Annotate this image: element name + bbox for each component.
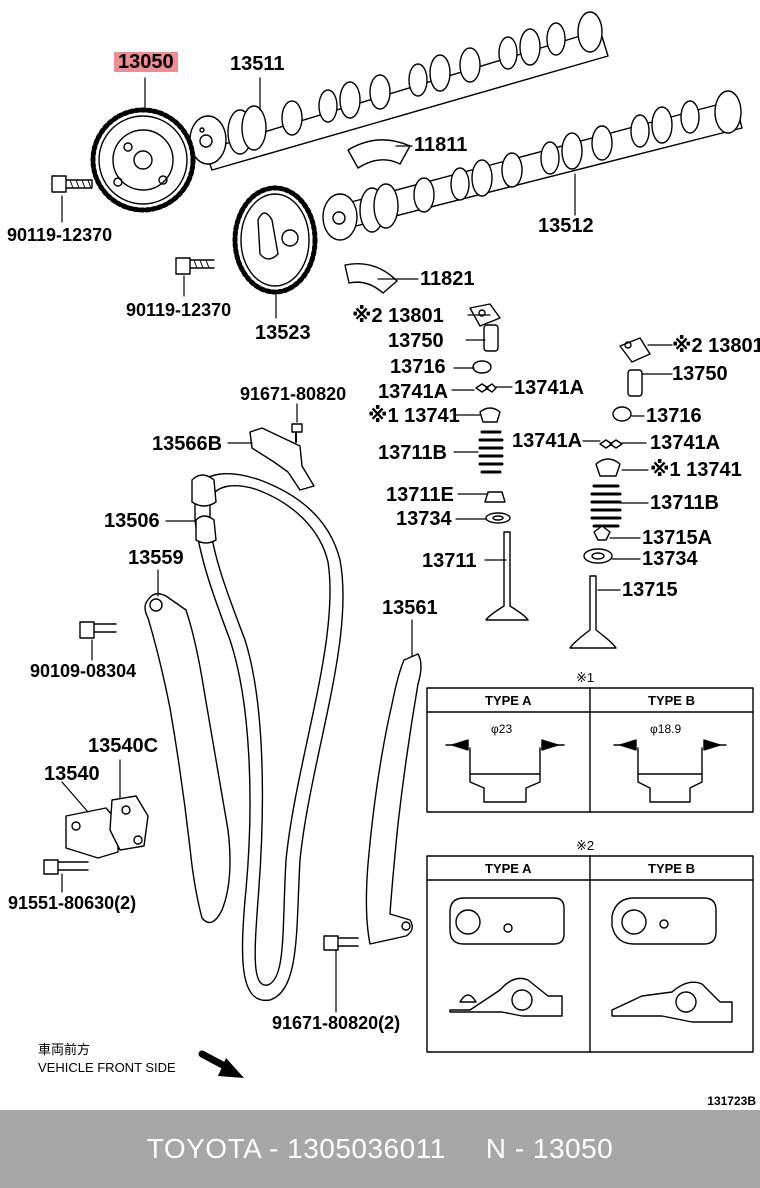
table-2-type-a: TYPE A [485,861,532,876]
part-label-13801-b[interactable]: ※2 13801 [672,335,760,357]
camshaft-13511 [189,11,609,171]
part-label-13716-a[interactable]: 13716 [390,356,446,378]
part-label-13741A-c[interactable]: 13741A [512,430,583,452]
parts-diagram: 13050 13511 11811 13512 11821 13523 9011… [7,11,760,1108]
arrow-icon [198,1050,244,1078]
part-label-13540[interactable]: 13540 [44,763,100,785]
bearing-11821 [344,263,398,294]
part-label-13734-a[interactable]: 13734 [396,508,452,530]
bearing-11811 [347,139,411,169]
bracket-13566B [249,423,315,491]
part-label-90119-12370-b[interactable]: 90119-12370 [126,300,232,320]
part-label-91671-80820-a[interactable]: 91671-80820 [240,384,347,404]
part-label-13715[interactable]: 13715 [622,579,678,601]
direction-note-en: VEHICLE FRONT SIDE [38,1060,176,1075]
slipper-13559 [144,593,231,924]
part-label-13559[interactable]: 13559 [128,547,184,569]
footer-part-number: TOYOTA - 1305036011 [146,1133,446,1164]
leader-lines [61,77,673,1013]
part-label-13716-b[interactable]: 13716 [646,405,702,427]
part-label-13741A-a[interactable]: 13741A [378,381,449,403]
table-1-dim-a: φ23 [491,722,513,736]
table-1-dim-b: φ18.9 [650,722,682,736]
part-label-13711B-b[interactable]: 13711B [650,492,719,514]
part-label-13511[interactable]: 13511 [230,53,285,75]
table-2-type-b: TYPE B [648,861,695,876]
table-1 [426,687,754,813]
part-label-13523[interactable]: 13523 [255,322,311,344]
part-label-13561[interactable]: 13561 [382,597,438,619]
tensioner-13540 [65,795,149,859]
part-label-13741-b[interactable]: ※1 13741 [650,459,742,481]
part-label-13711[interactable]: 13711 [422,550,477,572]
part-label-13050[interactable]: 13050 [114,52,178,72]
part-label-90109-08304[interactable]: 90109-08304 [30,661,137,681]
bolt-90109 [79,621,117,639]
part-label-13566B[interactable]: 13566B [152,433,223,455]
table-1-type-b: TYPE B [648,693,695,708]
parts-illustration [43,11,754,1078]
part-label-13734-b[interactable]: 13734 [642,548,698,570]
part-label-13741-a[interactable]: ※1 13741 [368,405,460,427]
part-label-13741A-d[interactable]: 13741A [650,432,721,454]
table-1-type-a: TYPE A [485,693,532,708]
sprocket-13523 [232,185,318,295]
direction-note-jp: 車両前方 [38,1042,91,1057]
part-label-11811[interactable]: 11811 [414,134,468,156]
footer-bar: TOYOTA - 1305036011 N - 13050 [0,1110,760,1188]
bolt-90119-b [175,257,215,275]
footer-ref-number: N - 13050 [485,1133,614,1164]
part-label-13506[interactable]: 13506 [104,510,160,532]
slipper-pivot [149,598,163,612]
part-label-91551-80630[interactable]: 91551-80630(2) [8,893,137,913]
part-label-13750-a[interactable]: 13750 [388,330,444,352]
part-label-13711E[interactable]: 13711E [386,484,454,506]
part-label-13750-b[interactable]: 13750 [672,363,728,385]
camshaft-13512 [322,90,743,241]
part-label-11821[interactable]: 11821 [420,268,475,290]
chain-13506 [191,473,344,1001]
part-label-13512[interactable]: 13512 [538,215,594,237]
vvt-gear-13050 [90,107,196,213]
valve-train-left [469,303,529,621]
bolt-90119-a [51,175,93,193]
part-label-13540C[interactable]: 13540C [88,735,159,757]
part-label-13711B-a[interactable]: 13711B [378,442,447,464]
bolt-91551 [43,859,89,875]
part-label-13741A-b[interactable]: 13741A [514,377,585,399]
part-label-13801-a[interactable]: ※2 13801 [352,305,444,327]
drawing-code: 131723B [707,1094,756,1108]
bolt-91671-b [323,935,359,951]
part-label-91671-80820-b[interactable]: 91671-80820(2) [272,1013,401,1033]
guide-bolt-hole [401,921,411,931]
table-2-mark: ※2 [576,838,595,853]
part-label-13715A[interactable]: 13715A [642,527,713,549]
valve-train-right [569,337,651,649]
table-1-mark: ※1 [576,670,595,685]
table-2 [426,855,754,1053]
part-label-90119-12370-a[interactable]: 90119-12370 [7,225,113,245]
guide-13561 [365,653,422,945]
